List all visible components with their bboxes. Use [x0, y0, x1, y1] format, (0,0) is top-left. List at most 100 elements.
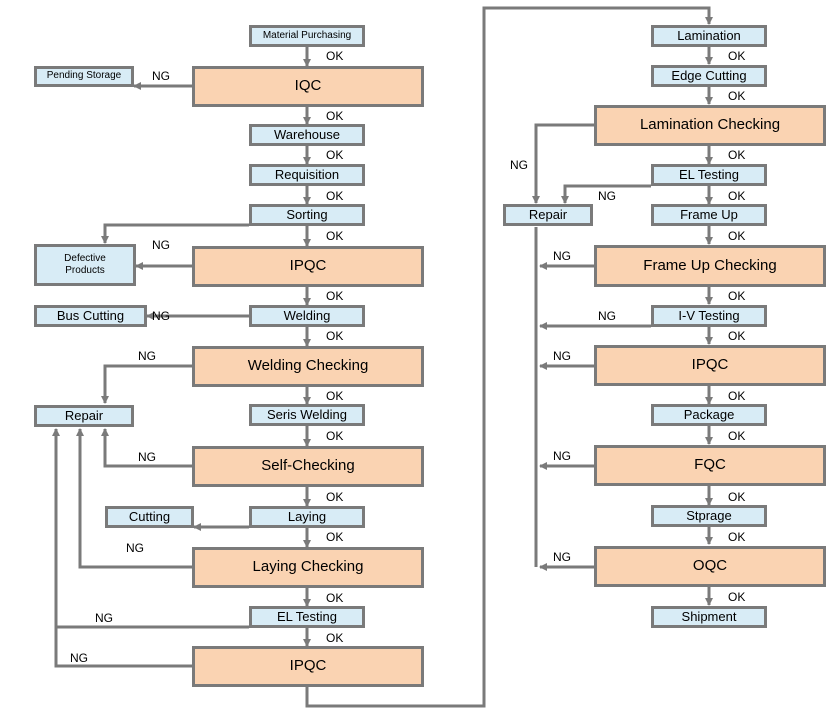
- laying-box: Laying: [249, 506, 365, 528]
- oqc-label: OQC: [692, 557, 728, 575]
- seris-welding-label: Seris Welding: [267, 406, 347, 422]
- sorting-box: Sorting: [249, 204, 365, 226]
- ng-label: NG: [152, 69, 170, 83]
- laying-checking-box: Laying Checking: [192, 547, 424, 588]
- ok-label: OK: [728, 189, 746, 203]
- ipqc-right-box: IPQC: [594, 345, 826, 386]
- ok-label: OK: [728, 389, 746, 403]
- edge-cutting-label: Edge Cutting: [671, 67, 747, 83]
- frame-up-checking-box: Frame Up Checking: [594, 245, 826, 287]
- el-testing-label-left: EL Testing: [277, 608, 337, 624]
- el-testing-box-left: EL Testing: [249, 606, 365, 628]
- ok-label: OK: [326, 490, 344, 504]
- package-label: Package: [683, 406, 735, 422]
- ok-label: OK: [326, 389, 344, 403]
- welding-checking-box: Welding Checking: [192, 346, 424, 387]
- ok-label: OK: [728, 329, 746, 343]
- ok-label: OK: [326, 591, 344, 605]
- ng-label: NG: [553, 349, 571, 363]
- ng-label: NG: [510, 158, 528, 172]
- ng-label: NG: [598, 309, 616, 323]
- ipqc-right-label: IPQC: [691, 356, 729, 374]
- ok-label: OK: [728, 429, 746, 443]
- ipqc-1-label: IPQC: [289, 257, 327, 275]
- fqc-label: FQC: [694, 456, 726, 474]
- pending-storage-box: Pending Storage: [34, 66, 134, 87]
- ok-label: OK: [728, 148, 746, 162]
- ng-label: NG: [138, 349, 156, 363]
- iv-testing-label: I-V Testing: [678, 307, 740, 323]
- repair-label-right: Repair: [528, 206, 568, 222]
- ok-label: OK: [326, 109, 344, 123]
- ok-label: OK: [326, 329, 344, 343]
- ng-label: NG: [553, 449, 571, 463]
- fqc-box: FQC: [594, 445, 826, 486]
- shipment-box: Shipment: [651, 606, 767, 628]
- frame-up-checking-label: Frame Up Checking: [643, 256, 777, 274]
- iqc-label: IQC: [294, 77, 322, 95]
- bus-cutting-label: Bus Cutting: [56, 307, 125, 323]
- ok-label: OK: [326, 429, 344, 443]
- ok-label: OK: [326, 530, 344, 544]
- frame-up-label: Frame Up: [680, 206, 738, 222]
- welding-box: Welding: [249, 305, 365, 327]
- ok-label: OK: [728, 49, 746, 63]
- bus-cutting-box: Bus Cutting: [34, 305, 147, 327]
- ok-label: OK: [728, 490, 746, 504]
- lamination-checking-box: Lamination Checking: [594, 105, 826, 146]
- ng-label: NG: [553, 550, 571, 564]
- defective-products-box: Defective Products: [34, 244, 136, 286]
- el-testing-box-right: EL Testing: [651, 164, 767, 186]
- requisition-box: Requisition: [249, 164, 365, 186]
- cutting-label: Cutting: [128, 508, 171, 524]
- frame-up-box: Frame Up: [651, 204, 767, 226]
- laying-checking-label: Laying Checking: [252, 558, 364, 576]
- ok-label: OK: [728, 229, 746, 243]
- pending-storage-label: Pending Storage: [46, 70, 122, 82]
- ng-label: NG: [70, 651, 88, 665]
- ok-label: OK: [728, 590, 746, 604]
- self-checking-box: Self-Checking: [192, 446, 424, 487]
- ok-label: OK: [326, 49, 344, 63]
- ipqc-2-box: IPQC: [192, 646, 424, 687]
- ng-label: NG: [138, 450, 156, 464]
- el-testing-label-right: EL Testing: [679, 166, 739, 182]
- warehouse-label: Warehouse: [274, 126, 340, 142]
- ok-label: OK: [728, 89, 746, 103]
- lamination-label: Lamination: [677, 27, 741, 43]
- iv-testing-box: I-V Testing: [651, 305, 767, 327]
- ng-label: NG: [95, 611, 113, 625]
- welding-label: Welding: [283, 307, 331, 323]
- edge-cutting-box: Edge Cutting: [651, 65, 767, 87]
- laying-label: Laying: [287, 508, 327, 524]
- lamination-checking-label: Lamination Checking: [639, 116, 781, 134]
- welding-checking-label: Welding Checking: [247, 357, 369, 375]
- iqc-box: IQC: [192, 66, 424, 107]
- repair-box-right: Repair: [503, 204, 593, 226]
- oqc-box: OQC: [594, 546, 826, 587]
- repair-label-left: Repair: [64, 407, 104, 423]
- material-purchasing-box: Material Purchasing: [249, 25, 365, 47]
- warehouse-box: Warehouse: [249, 124, 365, 146]
- material-purchasing-label: Material Purchasing: [262, 29, 352, 41]
- ng-label: NG: [553, 249, 571, 263]
- ng-label: NG: [126, 541, 144, 555]
- ok-label: OK: [728, 289, 746, 303]
- stprage-box: Stprage: [651, 505, 767, 527]
- ng-label: NG: [152, 309, 170, 323]
- ok-label: OK: [326, 289, 344, 303]
- self-checking-label: Self-Checking: [261, 457, 355, 475]
- seris-welding-box: Seris Welding: [249, 404, 365, 426]
- cutting-box: Cutting: [105, 506, 194, 528]
- ok-label: OK: [326, 148, 344, 162]
- lamination-box: Lamination: [651, 25, 767, 47]
- ok-label: OK: [326, 631, 344, 645]
- shipment-label: Shipment: [681, 608, 737, 624]
- ipqc-1-box: IPQC: [192, 246, 424, 287]
- ok-label: OK: [728, 530, 746, 544]
- stprage-label: Stprage: [686, 507, 732, 523]
- ok-label: OK: [326, 189, 344, 203]
- repair-box-left: Repair: [34, 405, 134, 427]
